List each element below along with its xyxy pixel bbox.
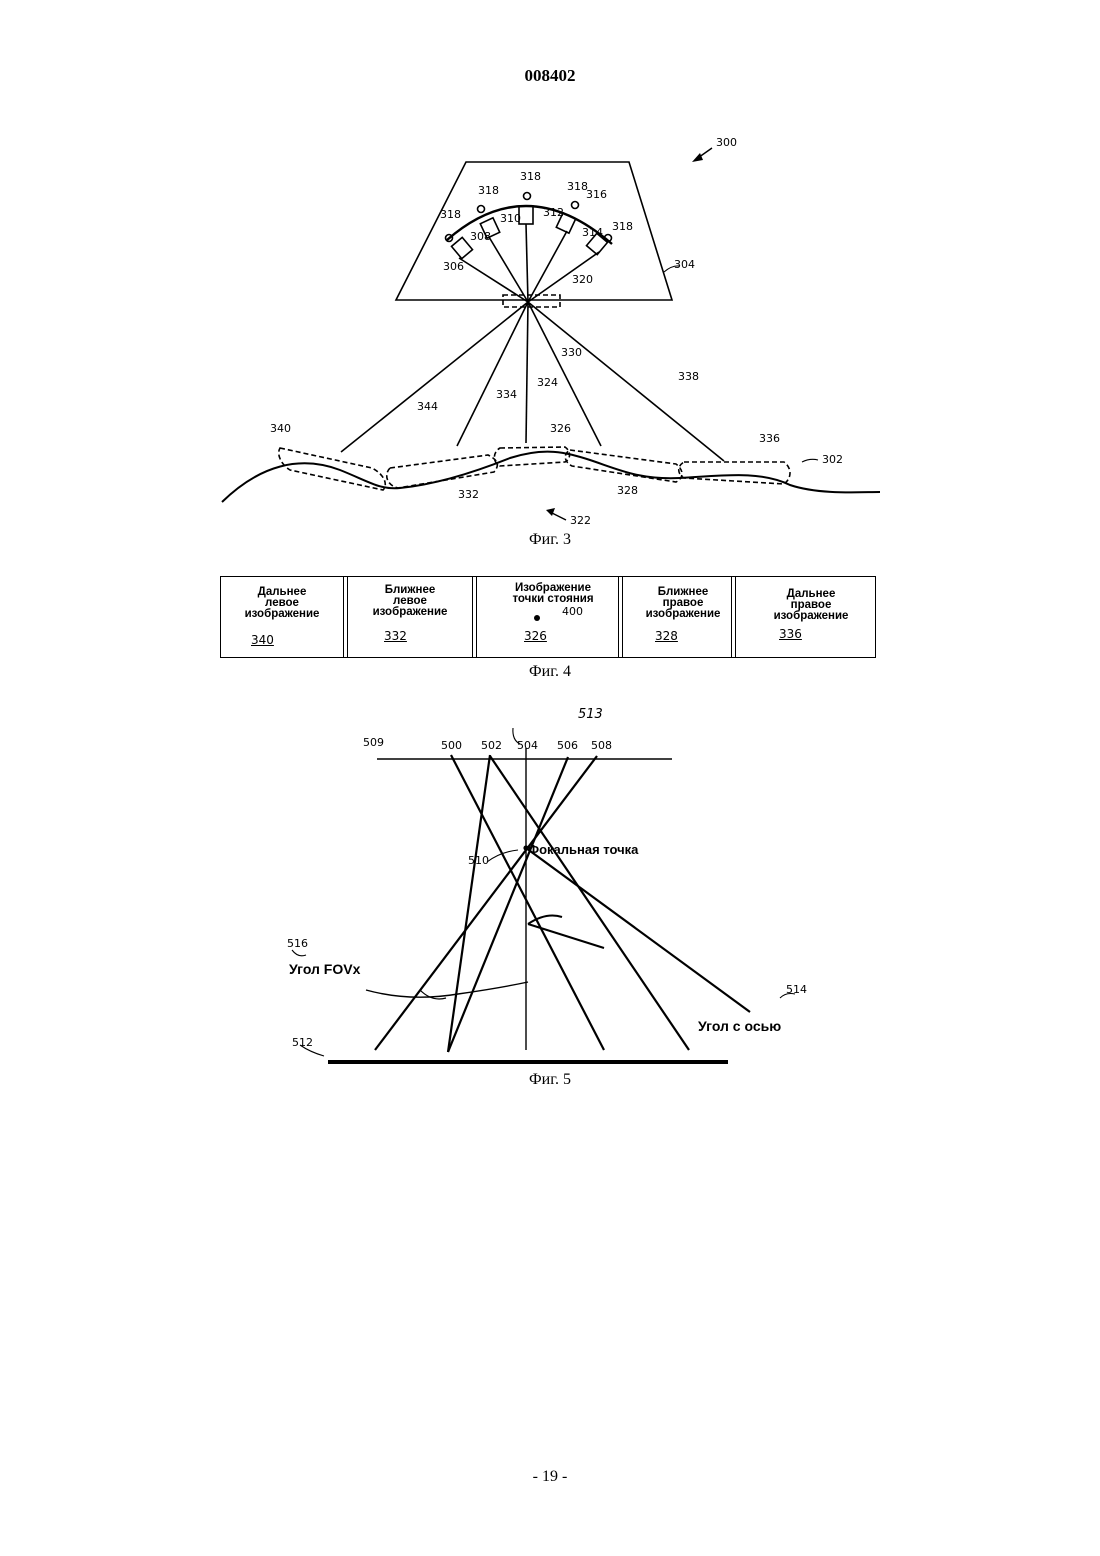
cell-ref: 336 bbox=[779, 627, 802, 641]
ray-502 bbox=[490, 756, 689, 1050]
ray-508 bbox=[375, 756, 597, 1050]
fov-angle-arc bbox=[366, 982, 528, 997]
label-514: 514 bbox=[786, 983, 807, 996]
label-344: 344 bbox=[417, 400, 438, 413]
label-316: 316 bbox=[586, 188, 607, 201]
cell-separator bbox=[731, 577, 736, 657]
camera-310 bbox=[519, 206, 533, 224]
cell-near-right-image: Ближнее правое изображение 328 bbox=[623, 577, 743, 657]
label-512: 512 bbox=[292, 1036, 313, 1049]
label-516: 516 bbox=[287, 937, 308, 950]
figure-4-caption: Фиг. 4 bbox=[0, 663, 1100, 681]
label-336: 336 bbox=[759, 432, 780, 445]
ray-514 bbox=[526, 848, 750, 1012]
label-332: 332 bbox=[458, 488, 479, 501]
cell-line: изображение bbox=[623, 609, 743, 620]
label-318-c: 318 bbox=[520, 170, 541, 183]
label-340: 340 bbox=[270, 422, 291, 435]
label-330: 330 bbox=[561, 346, 582, 359]
label-308: 308 bbox=[470, 230, 491, 243]
figure-4-image-strip: Дальнее левое изображение 340 Ближнее ле… bbox=[220, 576, 876, 658]
label-318-b: 318 bbox=[478, 184, 499, 197]
cell-ref: 326 bbox=[524, 629, 547, 643]
figure-5-caption: Фиг. 5 bbox=[0, 1071, 1100, 1089]
cell-far-right-image: Дальнее правое изображение 336 bbox=[747, 577, 875, 657]
cell-separator bbox=[472, 577, 477, 657]
label-338: 338 bbox=[678, 370, 699, 383]
label-320: 320 bbox=[572, 273, 593, 286]
footprint-336 bbox=[679, 462, 790, 484]
label-324: 324 bbox=[537, 376, 558, 389]
figure-5-drawing bbox=[292, 728, 795, 1062]
label-318-a: 318 bbox=[440, 208, 461, 221]
point-400-ref: 400 bbox=[562, 605, 583, 618]
point-400-dot bbox=[534, 615, 540, 621]
axis-angle-arc bbox=[528, 916, 562, 924]
label-300: 300 bbox=[716, 136, 737, 149]
cell-line: изображение bbox=[747, 611, 875, 622]
axis-angle-label: Угол с осью bbox=[698, 1018, 781, 1034]
label-322: 322 bbox=[570, 514, 591, 527]
footprint-332 bbox=[387, 455, 498, 488]
footprint-326 bbox=[494, 447, 569, 466]
label-334: 334 bbox=[496, 388, 517, 401]
footprint-340 bbox=[279, 448, 386, 490]
figure-3-caption: Фиг. 3 bbox=[0, 531, 1100, 549]
label-513: 513 bbox=[578, 707, 603, 722]
label-304: 304 bbox=[674, 258, 695, 271]
camera-pivot-318-d bbox=[572, 202, 579, 209]
cell-line: точки стояния bbox=[488, 594, 618, 605]
label-502: 502 bbox=[481, 739, 502, 752]
cell-ref: 328 bbox=[655, 629, 678, 643]
ray-500 bbox=[451, 755, 604, 1050]
cell-nadir-image: Изображение точки стояния 400 326 bbox=[488, 577, 618, 657]
camera-pivot-318-b bbox=[478, 206, 485, 213]
cell-far-left-image: Дальнее левое изображение 340 bbox=[221, 577, 343, 657]
label-306: 306 bbox=[443, 260, 464, 273]
ray-502-a bbox=[448, 755, 490, 1052]
label-310: 310 bbox=[500, 212, 521, 225]
ray-506 bbox=[448, 757, 568, 1052]
ray-324 bbox=[526, 302, 528, 443]
camera-pivot-318-c bbox=[524, 193, 531, 200]
cell-line: изображение bbox=[221, 609, 343, 620]
ray-344 bbox=[341, 302, 528, 452]
label-326: 326 bbox=[550, 422, 571, 435]
cell-near-left-image: Ближнее левое изображение 332 bbox=[348, 577, 472, 657]
page-number-footer: - 19 - bbox=[0, 1468, 1100, 1486]
label-314: 314 bbox=[582, 226, 603, 239]
figure-3-drawing bbox=[222, 148, 880, 520]
label-506: 506 bbox=[557, 739, 578, 752]
label-302: 302 bbox=[822, 453, 843, 466]
cell-line: изображение bbox=[348, 607, 472, 618]
label-508: 508 bbox=[591, 739, 612, 752]
label-312: 312 bbox=[543, 206, 564, 219]
label-500: 500 bbox=[441, 739, 462, 752]
ray-334 bbox=[457, 302, 528, 446]
label-318-d: 318 bbox=[567, 180, 588, 193]
figure-3-labels: 300 304 306 308 310 312 314 316 318 318 … bbox=[270, 136, 843, 527]
label-510: 510 bbox=[468, 854, 489, 867]
label-509: 509 bbox=[363, 736, 384, 749]
fov-angle-label: Угол FOVx bbox=[289, 961, 361, 977]
focal-point-label: Фокальная точка bbox=[528, 842, 639, 857]
label-318-e: 318 bbox=[612, 220, 633, 233]
label-504: 504 bbox=[517, 739, 538, 752]
cell-ref: 340 bbox=[251, 633, 274, 647]
cell-ref: 332 bbox=[384, 629, 407, 643]
label-328: 328 bbox=[617, 484, 638, 497]
